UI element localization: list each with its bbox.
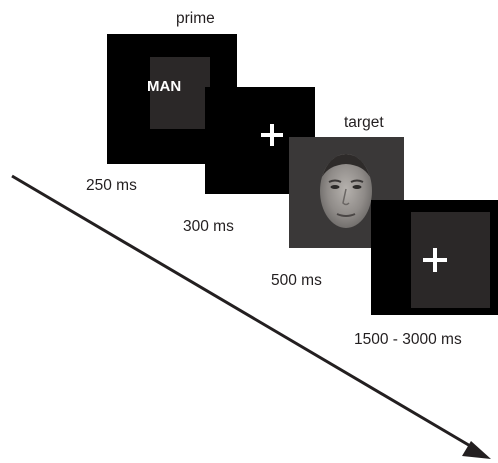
- prime-label: prime: [176, 10, 215, 27]
- prime-word: MAN: [147, 78, 182, 95]
- fixation-cross-icon: [261, 124, 283, 146]
- duration-prime: 250 ms: [86, 177, 137, 194]
- iti-screen: [371, 200, 498, 315]
- duration-iti: 1500 - 3000 ms: [354, 331, 462, 348]
- duration-target: 500 ms: [271, 272, 322, 289]
- prime-word-box: [150, 57, 210, 129]
- face-image: [320, 154, 372, 228]
- fixation-cross-icon: [423, 248, 447, 272]
- duration-mask: 300 ms: [183, 218, 234, 235]
- target-label: target: [344, 114, 384, 131]
